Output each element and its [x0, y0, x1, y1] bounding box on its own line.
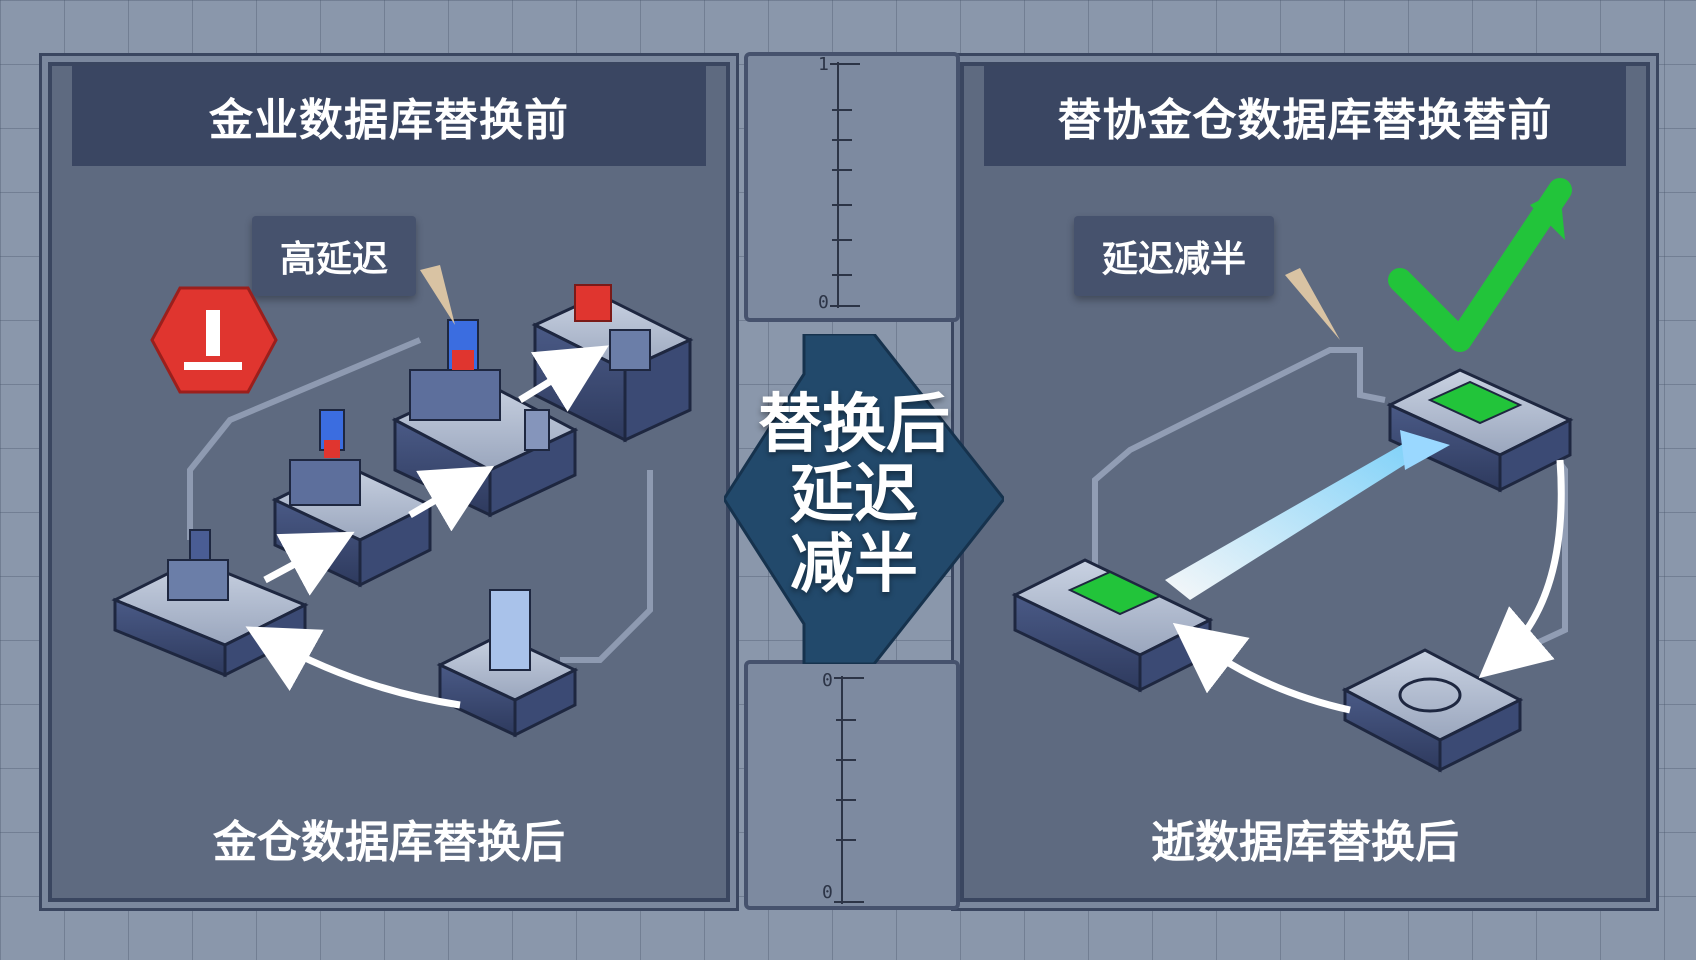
bottom-scale: 0 0: [744, 660, 960, 910]
fast-path-beam: [1165, 440, 1420, 600]
warning-icon: [150, 286, 278, 394]
bottom-scale-min-label: 0: [822, 882, 833, 903]
after-server-node-left: [1011, 558, 1214, 693]
high-latency-callout: 高延迟: [252, 216, 417, 296]
top-scale-min-label: 0: [818, 292, 829, 313]
after-panel: 替协金仓数据库替换替前 延迟减半 逝数据库替换后: [960, 62, 1650, 902]
bottom-scale-max-label: 0: [822, 670, 833, 691]
center-line-3: 减半: [790, 528, 918, 602]
after-flow-arrows: [1172, 459, 1565, 714]
server-node-4: [531, 284, 694, 443]
server-tower-node: [436, 589, 579, 738]
transition-arrow-icon: [724, 334, 1004, 664]
center-message: 替换后 延迟 减半: [744, 390, 964, 600]
server-node-1: [111, 529, 309, 678]
center-line-1: 替换后: [758, 388, 950, 462]
before-network-links: [187, 337, 653, 663]
after-server-node-bottom: [1341, 648, 1524, 773]
after-server-node-top: [1386, 368, 1574, 493]
before-panel-footer: 金仓数据库替换后: [213, 817, 565, 868]
top-scale-max-label: 1: [818, 54, 829, 75]
high-latency-pointer: [420, 265, 455, 325]
top-scale: 1 0: [744, 52, 960, 322]
after-panel-title: 替协金仓数据库替换替前: [984, 66, 1626, 166]
top-scale-ticks: [830, 62, 860, 308]
before-panel: 金业数据库替换前 高延迟 金仓数据库替换后: [48, 62, 730, 902]
latency-halved-pointer: [1285, 268, 1340, 340]
before-panel-title: 金业数据库替换前: [72, 66, 706, 166]
after-panel-footer: 逝数据库替换后: [1151, 817, 1459, 868]
center-line-2: 延迟: [790, 458, 918, 532]
bottom-scale-ticks: [834, 676, 864, 904]
latency-halved-callout: 延迟减半: [1074, 216, 1275, 296]
before-flow-arrows: [245, 345, 609, 709]
fast-path-beam-head: [1400, 430, 1450, 470]
checkmark-icon: [1388, 178, 1572, 352]
